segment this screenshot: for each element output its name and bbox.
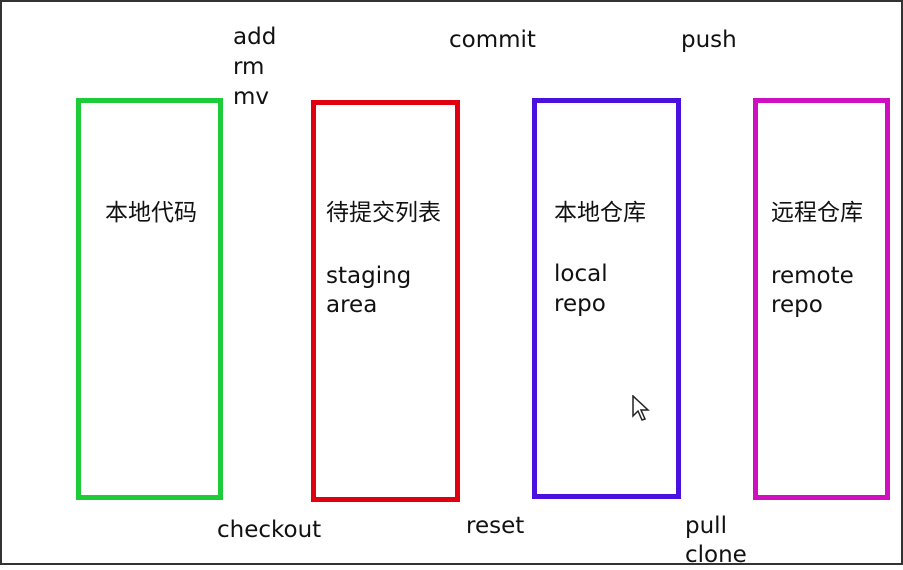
local-repo-subtitle-2: repo bbox=[554, 291, 606, 317]
working-directory-box bbox=[76, 98, 223, 500]
cmd-clone: clone bbox=[685, 542, 747, 568]
staging-area-title: 待提交列表 bbox=[326, 200, 441, 226]
local-repo-title: 本地仓库 bbox=[554, 200, 646, 226]
cmd-add: add bbox=[233, 24, 277, 50]
cmd-rm: rm bbox=[233, 54, 265, 80]
cmd-push: push bbox=[681, 27, 737, 53]
cmd-checkout: checkout bbox=[217, 517, 322, 543]
staging-area-subtitle-1: staging bbox=[326, 263, 412, 289]
mouse-cursor-icon bbox=[632, 395, 650, 421]
local-repo-box bbox=[532, 98, 681, 499]
cmd-reset: reset bbox=[466, 513, 525, 539]
staging-area-box bbox=[311, 100, 460, 502]
remote-repo-subtitle-1: remote bbox=[771, 263, 854, 289]
cmd-commit: commit bbox=[449, 27, 536, 53]
remote-repo-title: 远程仓库 bbox=[771, 200, 863, 226]
cmd-mv: mv bbox=[233, 84, 270, 110]
staging-area-subtitle-2: area bbox=[326, 292, 378, 318]
remote-repo-box bbox=[753, 98, 890, 500]
cmd-pull: pull bbox=[685, 513, 727, 539]
remote-repo-subtitle-2: repo bbox=[771, 292, 823, 318]
local-repo-subtitle-1: local bbox=[554, 261, 608, 287]
working-directory-label: 本地代码 bbox=[105, 200, 197, 226]
